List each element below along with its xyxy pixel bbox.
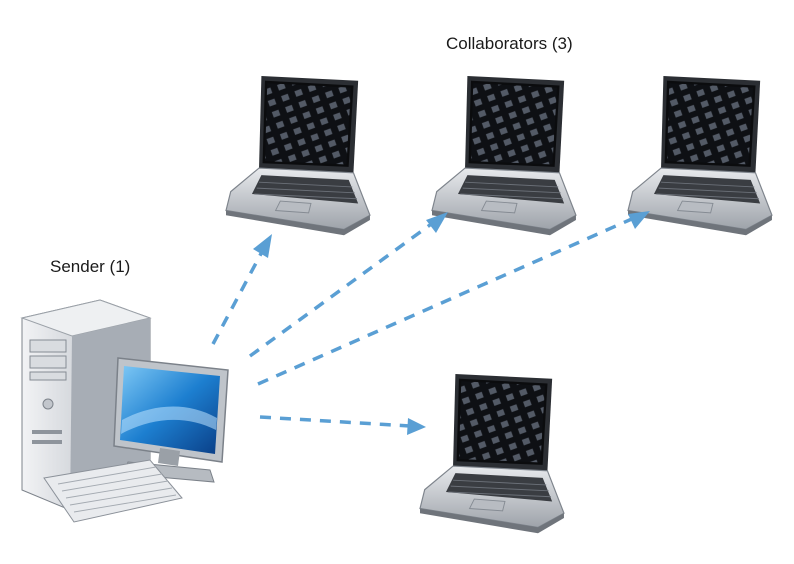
collaborator-laptop-4	[418, 372, 566, 535]
arrow-to-laptop-3	[257, 211, 650, 386]
arrow-to-laptop-1	[211, 234, 272, 345]
arrow-to-laptop-2	[248, 212, 448, 358]
laptop-icon	[224, 74, 372, 237]
laptop-icon	[430, 74, 578, 237]
collaborators-label: Collaborators (3)	[446, 34, 573, 53]
collaborator-laptop-1	[224, 74, 372, 237]
sender-label: Sender (1)	[50, 257, 131, 276]
desktop-computer-icon	[20, 299, 229, 523]
sender-desktop	[20, 299, 229, 523]
laptop-icon	[418, 372, 566, 535]
connection-arrows	[211, 211, 650, 435]
collaborator-laptop-2	[430, 74, 578, 237]
arrow-to-laptop-4	[259, 415, 426, 435]
